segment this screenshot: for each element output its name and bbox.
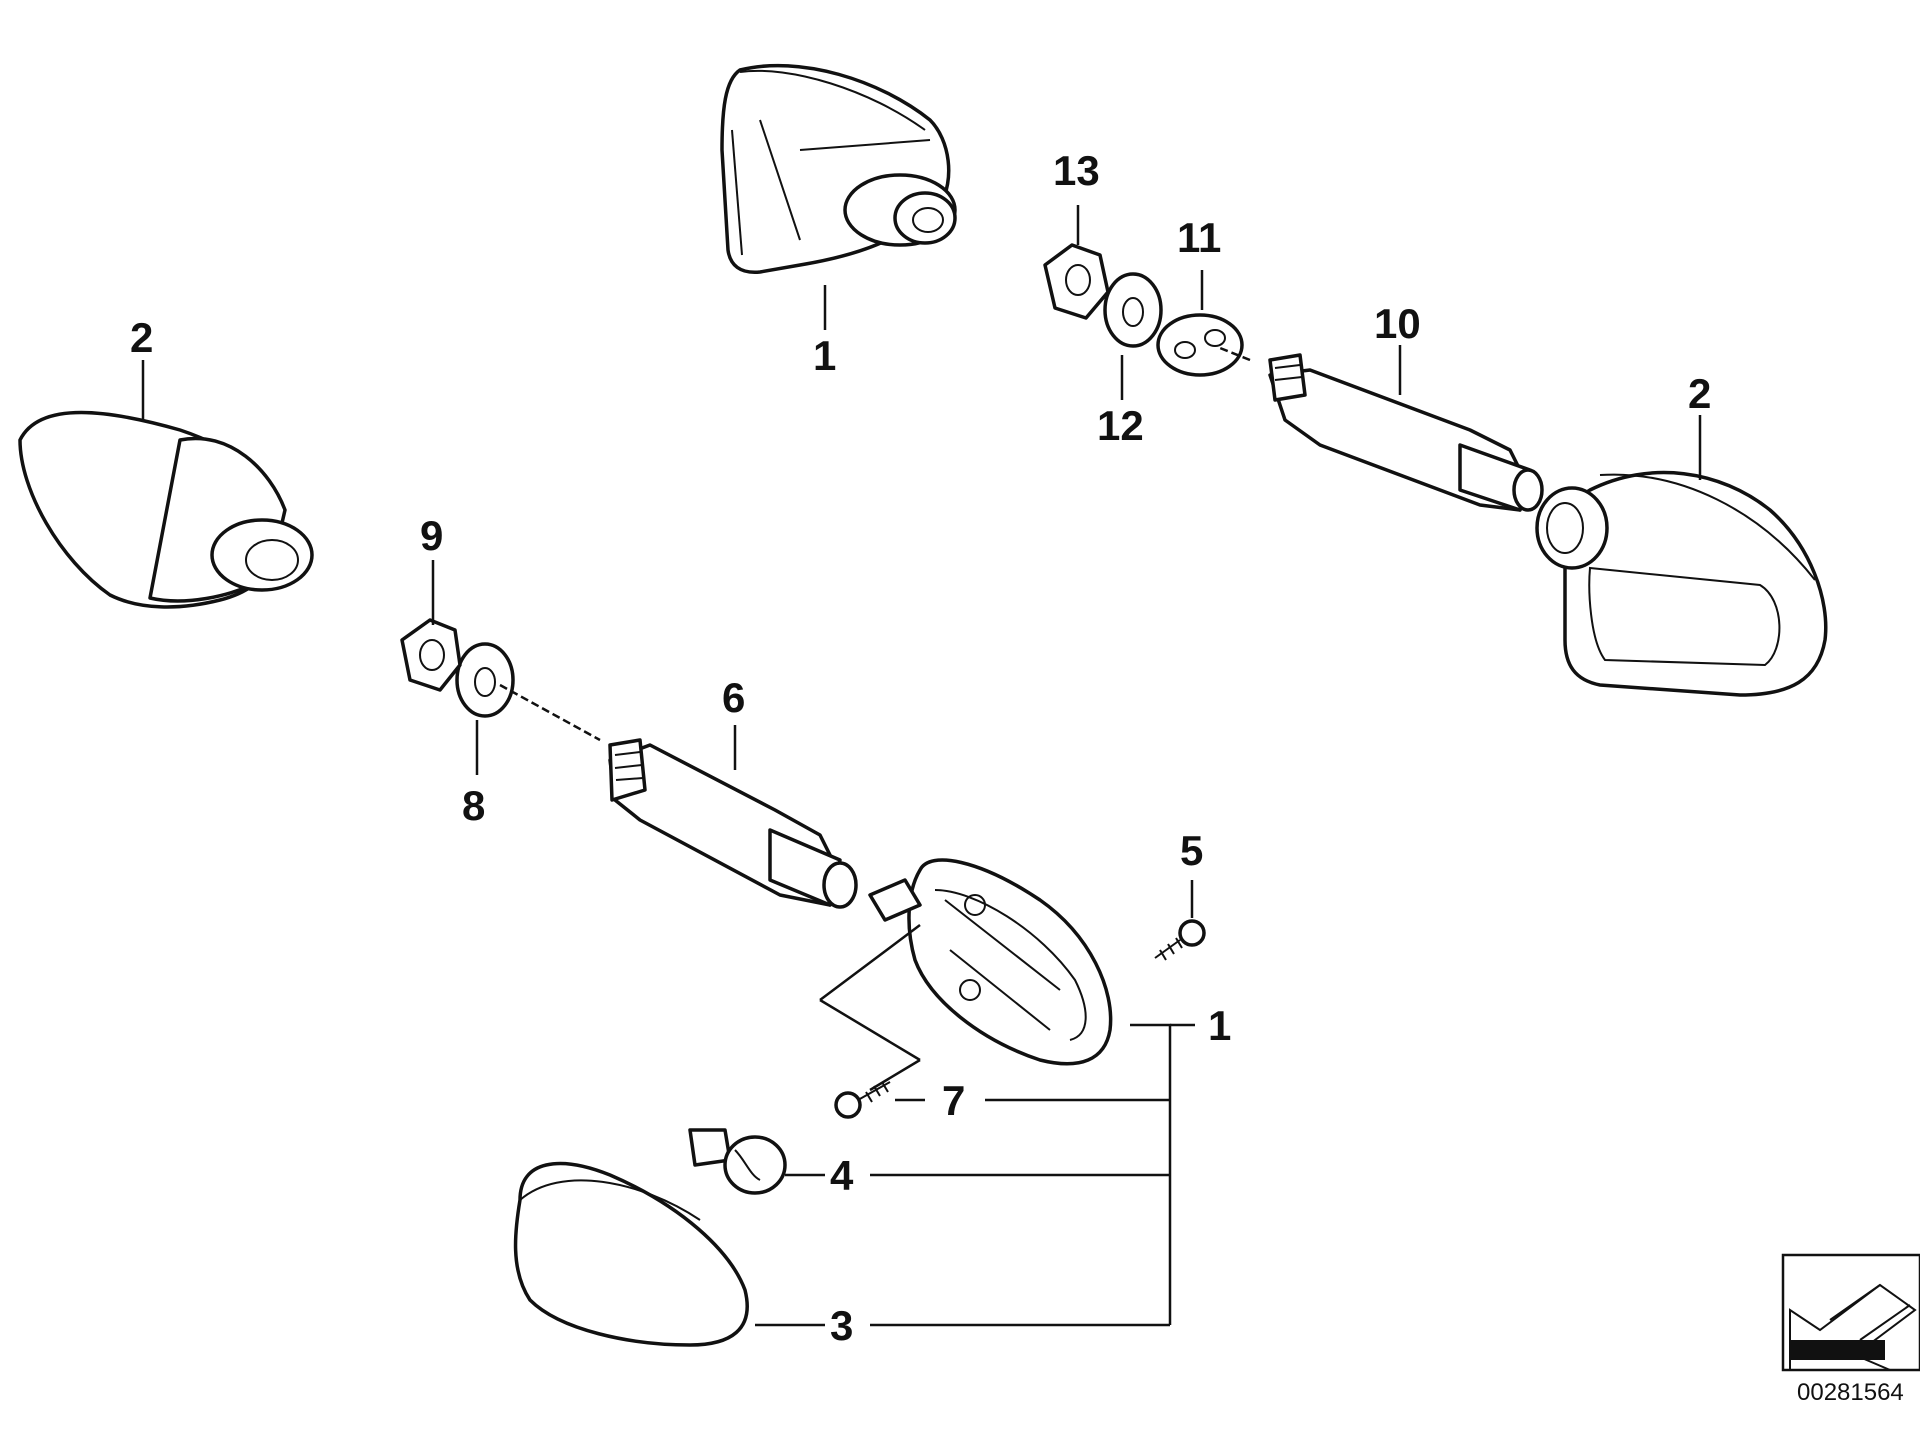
callout-10: 10 xyxy=(1374,300,1421,347)
housing-base-bottom xyxy=(868,858,1113,1066)
reference-number: 00281564 xyxy=(1797,1379,1904,1406)
leader-lines xyxy=(141,205,1702,1327)
callout-2-left: 2 xyxy=(130,314,153,361)
callout-1-right: 1 xyxy=(1208,1002,1231,1049)
turn-signal-lens-left xyxy=(18,410,314,609)
gasket-part-11 xyxy=(1156,313,1244,377)
callout-7: 7 xyxy=(942,1077,965,1124)
reference-box: 00281564 xyxy=(1781,1253,1920,1406)
callout-8: 8 xyxy=(462,782,485,829)
turn-signal-housing-top xyxy=(720,63,957,274)
callout-5: 5 xyxy=(1180,827,1203,874)
callout-9: 9 xyxy=(420,512,443,559)
turn-signal-housing-right xyxy=(1535,470,1828,697)
screw-part-5 xyxy=(1154,919,1206,961)
stem-part-10 xyxy=(1268,353,1544,512)
callout-1-top: 1 xyxy=(813,332,836,379)
washer-part-12 xyxy=(1103,272,1163,348)
callout-11: 11 xyxy=(1177,214,1221,261)
stem-part-6 xyxy=(608,738,858,909)
callout-labels: 1 2 2 13 11 12 10 9 8 6 5 1 7 4 3 xyxy=(130,147,1711,1349)
callout-3: 3 xyxy=(830,1302,853,1349)
nut-part-9 xyxy=(400,618,462,692)
screw-part-7 xyxy=(834,1081,891,1119)
callout-2-right: 2 xyxy=(1688,370,1711,417)
callout-12: 12 xyxy=(1097,402,1144,449)
callout-4: 4 xyxy=(830,1152,854,1199)
bulb-part-4 xyxy=(688,1128,787,1195)
nut-part-13 xyxy=(1043,243,1110,320)
callout-6: 6 xyxy=(722,674,745,721)
callout-13: 13 xyxy=(1053,147,1100,194)
washer-part-8 xyxy=(455,642,515,718)
lens-part-3 xyxy=(513,1161,749,1347)
